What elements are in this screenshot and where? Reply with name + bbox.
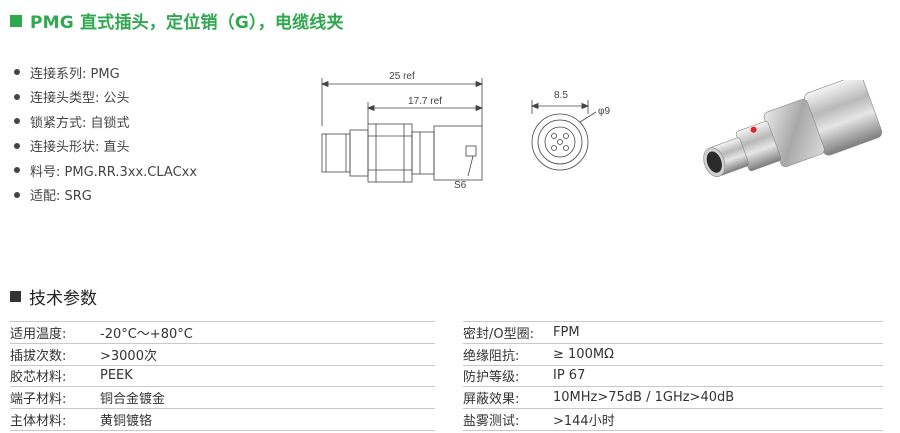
spec-value: >3000次: [100, 348, 157, 364]
feature-text: 锁紧方式: 自锁式: [30, 115, 130, 131]
bullet-dot-icon: [14, 69, 20, 76]
spec-value: ≥ 100MΩ: [553, 346, 614, 362]
feature-text: 料号: PMG.RR.3xx.CLACxx: [30, 164, 198, 180]
bullet-dot-icon: [14, 191, 20, 198]
spec-value: 黄铜镀铬: [100, 414, 153, 430]
side-view-drawing: 25 ref 17.7 ref S6: [320, 71, 484, 191]
product-photo: [703, 80, 883, 177]
table-row: 绝缘阻抗: ≥ 100MΩ: [463, 342, 883, 365]
spec-value: >144小时: [553, 414, 615, 430]
bullet-dot-icon: [14, 93, 20, 100]
spec-value: -20°C～+80°C: [100, 326, 193, 342]
feature-text: 连接头形状: 直头: [30, 140, 130, 156]
list-item: 连接头类型: 公头: [14, 85, 197, 110]
spec-value: 铜合金镀金: [100, 392, 166, 408]
spec-table-left: 适用温度: -20°C～+80°C 插拔次数: >3000次 胶芯材料: PEEK 端…: [10, 321, 435, 431]
dim-hex-label: S6: [454, 180, 467, 191]
table-row: 盐雾测试: >144小时: [463, 408, 883, 431]
list-item: 料号: PMG.RR.3xx.CLACxx: [14, 158, 197, 183]
dim-total-label: 25 ref: [389, 71, 415, 82]
spec-label: 端子材料:: [10, 392, 67, 408]
spec-value: FPM: [553, 324, 580, 340]
page-header: PMG 直式插头，定位销（G），电缆线夹: [10, 8, 344, 33]
spec-value: IP 67: [553, 368, 586, 384]
table-row: 主体材料: 黄铜镀铬: [10, 408, 435, 431]
bullet-dot-icon: [14, 142, 20, 149]
list-item: 连接系列: PMG: [14, 60, 197, 85]
section-header: 技术参数: [10, 284, 97, 309]
feature-text: 连接系列: PMG: [30, 66, 120, 82]
table-row: 插拔次数: >3000次: [10, 342, 435, 365]
dim-width-label: 8.5: [554, 90, 568, 101]
dim-partial-label: 17.7 ref: [408, 96, 442, 107]
spec-label: 主体材料:: [10, 414, 67, 430]
end-view-drawing: 8.5 φ9: [530, 90, 610, 171]
bullet-dot-icon: [14, 118, 20, 125]
list-item: 连接头形状: 直头: [14, 134, 197, 159]
spec-value: 10MHz>75dB / 1GHz>40dB: [553, 390, 735, 406]
spec-label: 插拔次数:: [10, 348, 67, 364]
table-row: 防护等级: IP 67: [463, 364, 883, 387]
spec-label: 盐雾测试:: [463, 414, 520, 430]
list-item: 锁紧方式: 自锁式: [14, 109, 197, 134]
spec-label: 防护等级:: [463, 370, 520, 386]
black-square-icon: [10, 291, 21, 302]
feature-text: 适配: SRG: [30, 189, 92, 205]
dim-diameter-label: φ9: [598, 106, 610, 117]
spec-label: 胶芯材料:: [10, 370, 67, 386]
table-row: 密封/O型圈: FPM: [463, 321, 883, 343]
feature-text: 连接头类型: 公头: [30, 91, 130, 107]
section-title: 技术参数: [29, 289, 97, 309]
table-row: 适用温度: -20°C～+80°C: [10, 321, 435, 343]
list-item: 适配: SRG: [14, 183, 197, 208]
page-title: PMG 直式插头，定位销（G），电缆线夹: [30, 13, 344, 33]
spec-label: 屏蔽效果:: [463, 392, 520, 408]
table-row: 胶芯材料: PEEK: [10, 364, 435, 387]
spec-label: 绝缘阻抗:: [463, 348, 520, 364]
spec-table-right: 密封/O型圈: FPM 绝缘阻抗: ≥ 100MΩ 防护等级: IP 67 屏蔽效果:…: [463, 321, 883, 431]
green-square-icon: [10, 14, 22, 27]
spec-label: 密封/O型圈:: [463, 326, 534, 342]
bullet-dot-icon: [14, 167, 20, 174]
table-row: 端子材料: 铜合金镀金: [10, 386, 435, 408]
feature-list: 连接系列: PMG 连接头类型: 公头 锁紧方式: 自锁式 连接头形状: 直头 …: [14, 60, 197, 207]
spec-label: 适用温度:: [10, 326, 67, 342]
spec-value: PEEK: [100, 368, 133, 384]
table-row: 屏蔽效果: 10MHz>75dB / 1GHz>40dB: [463, 386, 883, 408]
